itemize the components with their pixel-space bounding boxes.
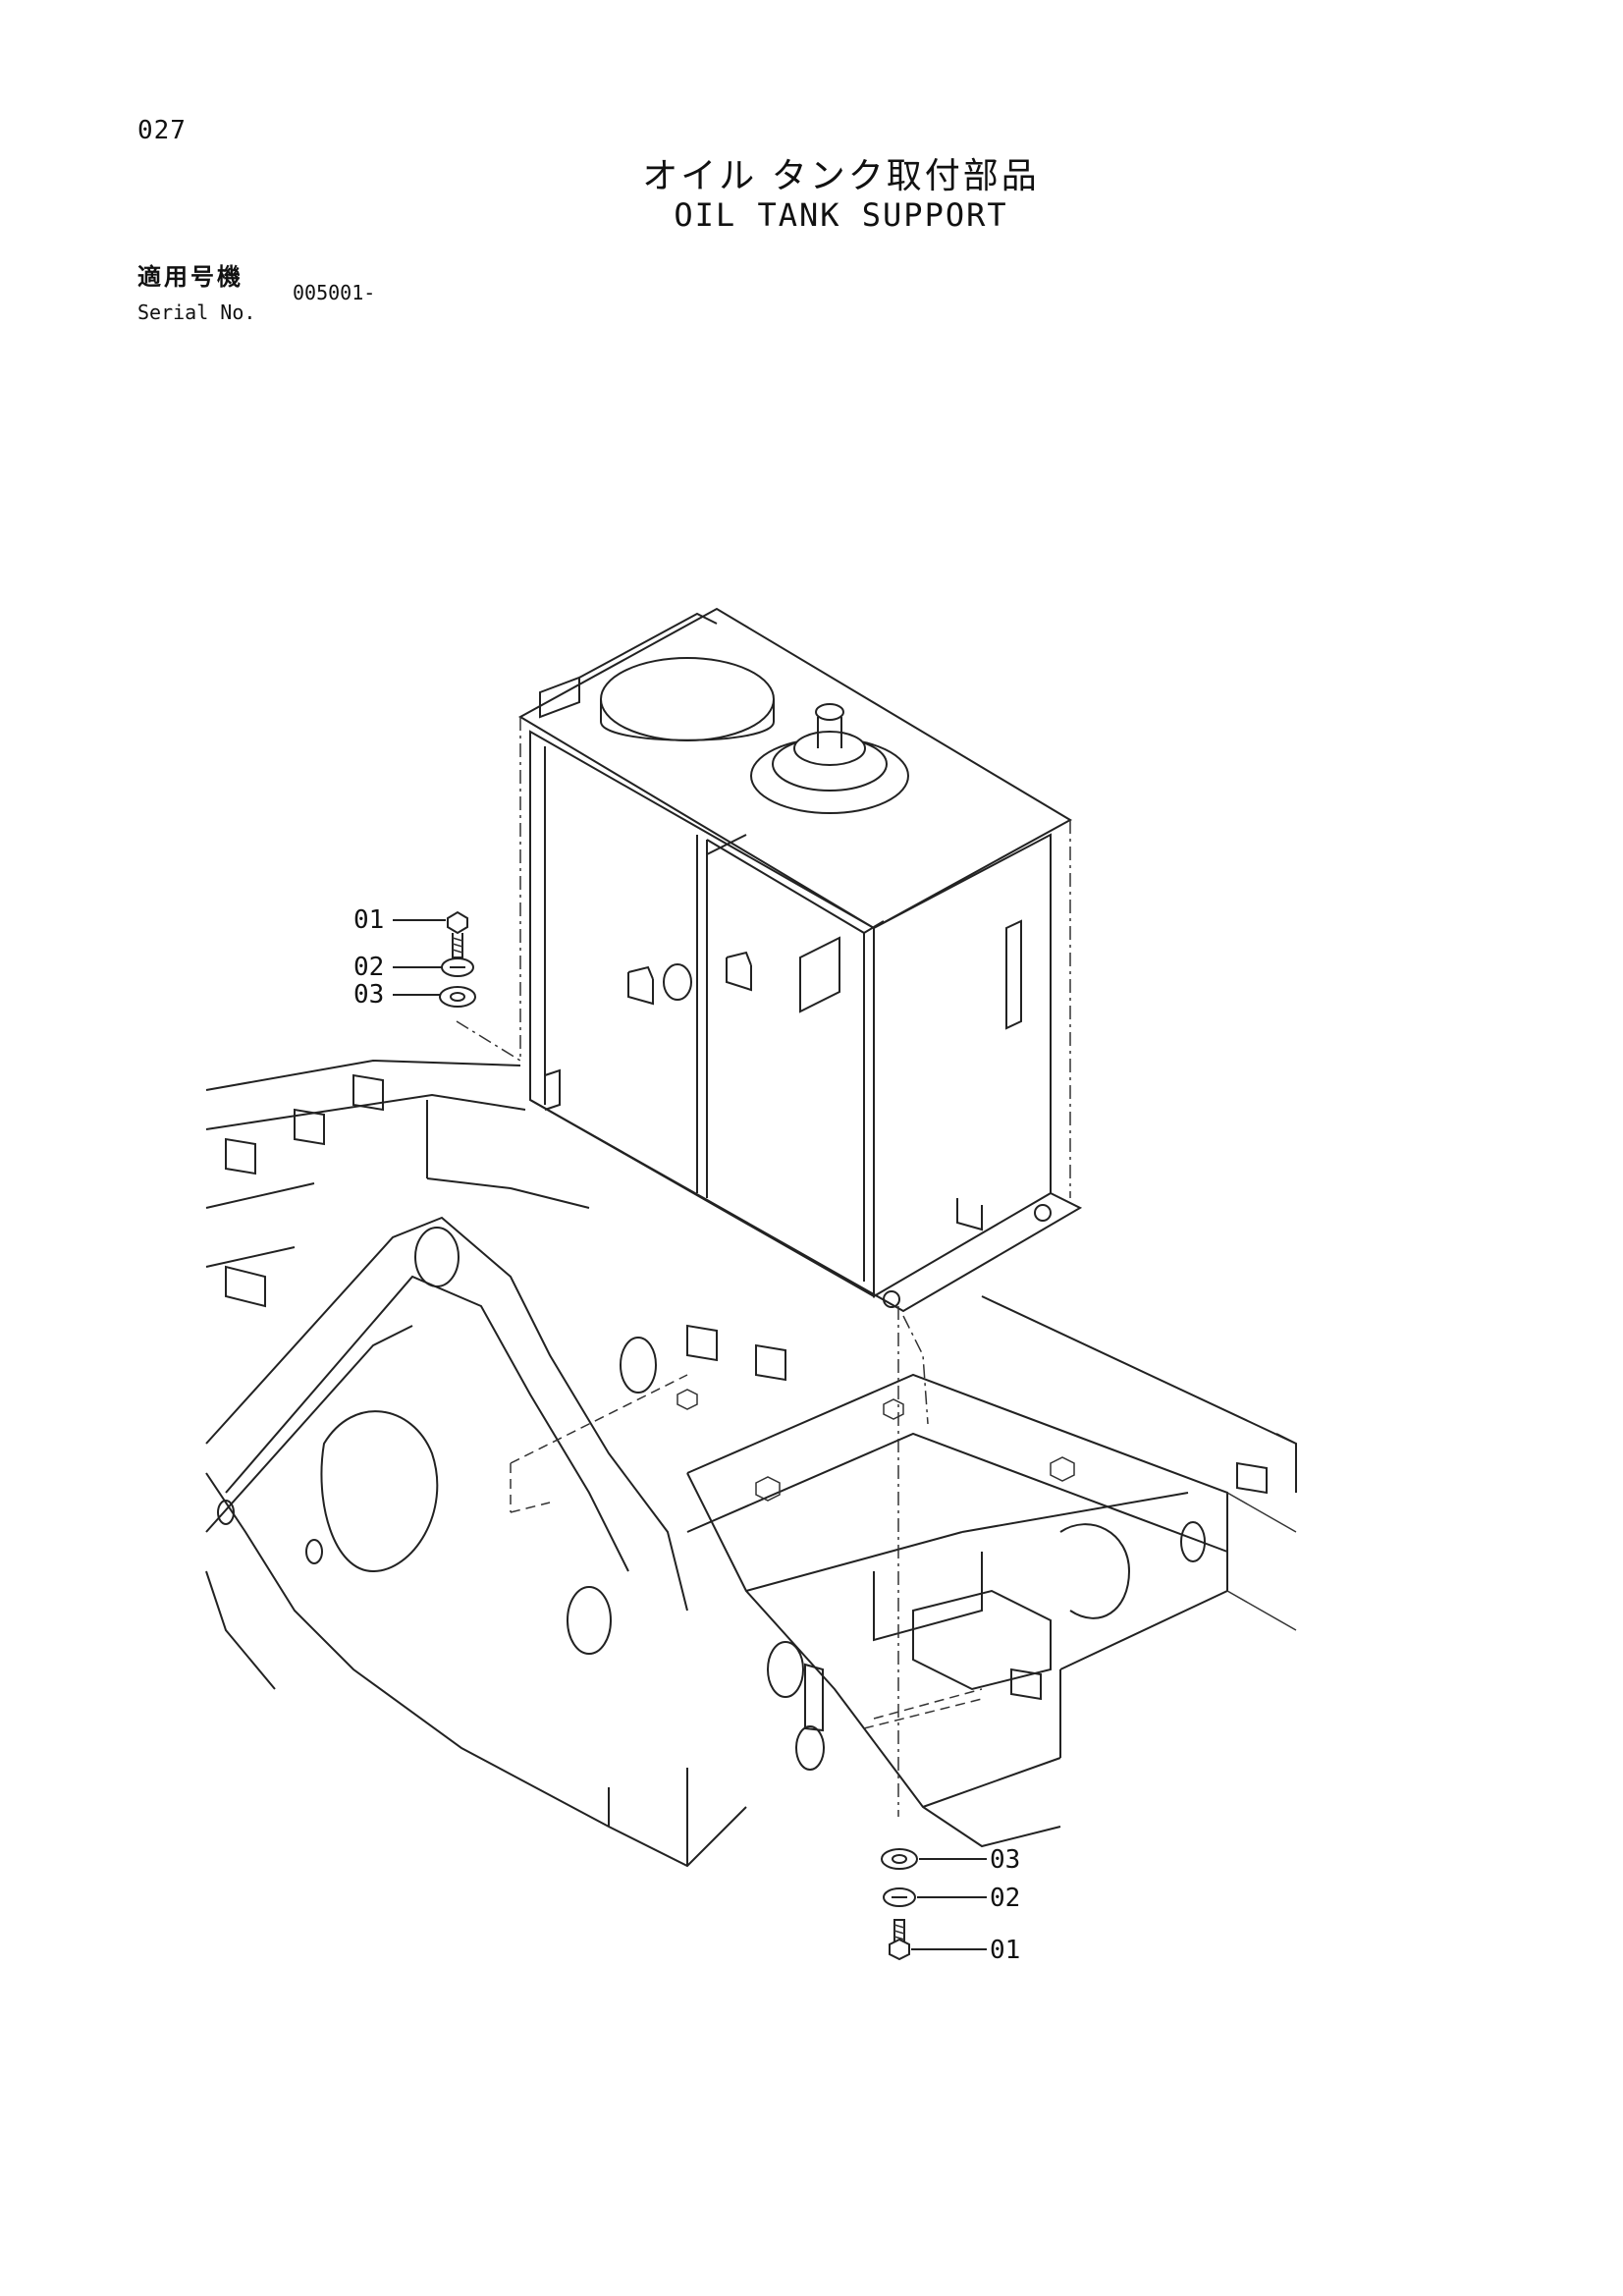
flat-washer-icon <box>881 1848 918 1870</box>
callout-top-01: 01 <box>353 905 384 935</box>
page-title-english: OIL TANK SUPPORT <box>674 196 1008 234</box>
serial-label-english: Serial No. <box>137 301 256 324</box>
flat-washer-icon <box>439 986 476 1008</box>
bottom-hardware-group: 03 02 01 <box>881 1845 1020 1965</box>
bolt-center-line-top <box>456 1020 521 1062</box>
serial-number-value: 005001- <box>293 281 376 304</box>
callout-top-02: 02 <box>353 953 384 982</box>
spring-washer-icon <box>883 1887 916 1907</box>
bracket-leader <box>902 1315 929 1425</box>
callout-top-03: 03 <box>353 980 384 1010</box>
serial-label-japanese: 適用号機 <box>137 263 243 291</box>
page-title-japanese: オイル タンク取付部品 <box>642 156 1040 196</box>
top-hardware-group: 01 02 03 <box>353 905 476 1010</box>
callout-bottom-02: 02 <box>990 1884 1020 1913</box>
upper-frame-structure <box>205 1059 1297 1868</box>
bolt-icon <box>447 910 468 935</box>
page-number: 027 <box>137 116 187 145</box>
oil-tank <box>517 607 1083 1313</box>
callout-bottom-03: 03 <box>990 1845 1020 1875</box>
callout-bottom-01: 01 <box>990 1936 1020 1965</box>
